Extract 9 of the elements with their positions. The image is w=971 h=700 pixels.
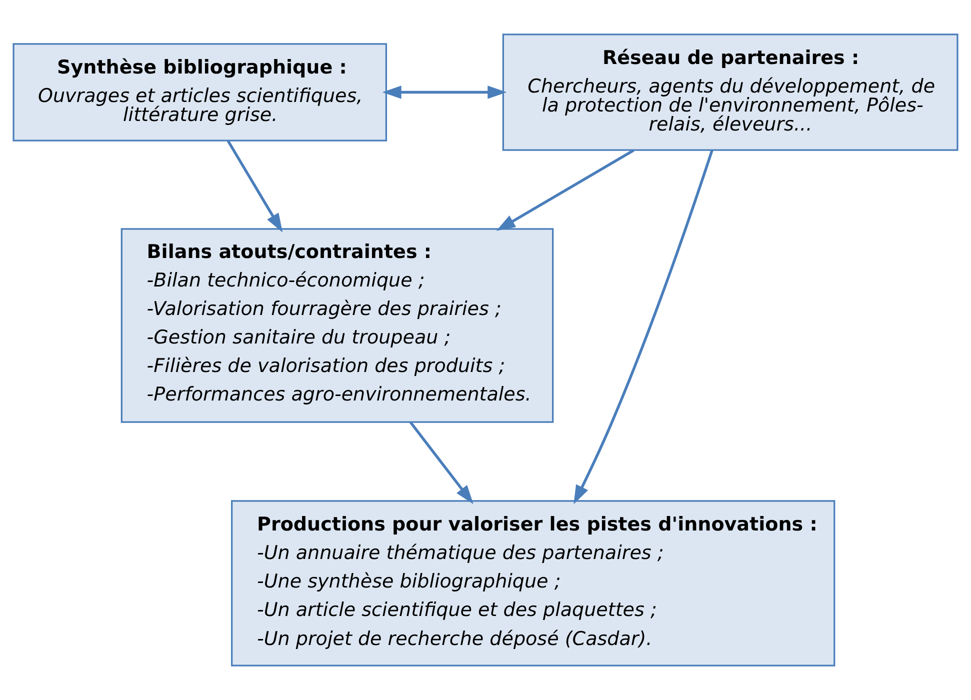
arrow	[409, 421, 474, 504]
arrow	[226, 140, 283, 232]
node-box: Bilans atouts/contraintes : -Bilan technico-économique ; -Valorisation fourragère des prairies ; -Gestion sanitaire du troupeau ; -Filières de valorisation des produits ; -Performances agro-environnementales.	[120, 228, 554, 423]
arrow	[496, 149, 634, 231]
node-box: Réseau de partenaires : Chercheurs, agents du développement, de la protection de l'environnement, Pôles-relais, éleveurs...	[502, 34, 958, 151]
arrow	[382, 86, 507, 99]
arrow	[574, 150, 714, 504]
node-box: Productions pour valoriser les pistes d'innovations : -Un annuaire thématique des partenaires ; -Une synthèse bibliographique ; -Un article scientifique et des plaquettes ; -Un projet de recherche déposé (Casdar).	[231, 500, 836, 666]
node-box: Synthèse bibliographique : Ouvrages et articles scientifiques, littérature grise.	[12, 43, 388, 142]
